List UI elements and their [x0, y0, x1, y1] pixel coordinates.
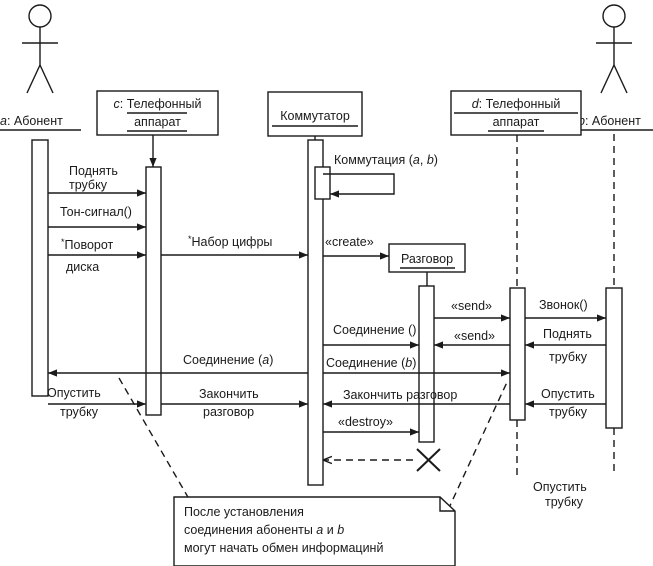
actor-b-figure	[596, 4, 632, 94]
activation-switch-nested	[314, 166, 331, 200]
note-text-1: После установления	[184, 505, 304, 519]
msg-pick-up-text-2: трубку	[69, 178, 108, 192]
destruction-marker	[416, 448, 441, 472]
note-fold	[439, 497, 455, 512]
msg-end-call-d-text: Закончить разговор	[343, 388, 457, 402]
activation-b	[605, 287, 623, 429]
activation-switch	[307, 139, 324, 486]
msg-end-call-text-1: Закончить	[199, 387, 259, 401]
msg-hang-up-b-text-2: трубку	[549, 405, 588, 419]
actor-a-figure	[22, 4, 58, 94]
activation-d	[509, 287, 526, 421]
msg-dial-text-1: *Поворот	[61, 237, 114, 252]
object-c-label: c: Телефонный	[114, 97, 202, 111]
object-c-box	[96, 90, 219, 136]
hang-up-d-text-1: Опустить	[533, 480, 587, 494]
msg-answer-text-2: трубку	[549, 350, 588, 364]
msg-switching-text: Коммутация (a, b)	[334, 153, 438, 167]
msg-switching-arrow	[323, 173, 395, 198]
msg-digits-text: *Набор цифры	[188, 234, 272, 249]
note-text-2: соединения абоненты a и b	[184, 523, 344, 537]
hang-up-d-text-2: трубку	[545, 495, 584, 509]
msg-dial-tone-text: Тон-сигнал()	[60, 205, 132, 219]
msg-connect-a-text: Соединение (a)	[183, 353, 273, 367]
note-connector-left	[118, 377, 197, 512]
msg-create-text: «create»	[325, 235, 374, 249]
msg-end-call-text-2: разговор	[203, 405, 254, 419]
msg-answer-text-1: Поднять	[543, 327, 592, 341]
msg-send-2-text: «send»	[454, 329, 495, 343]
object-c-label-line2: аппарат	[134, 115, 181, 129]
razgovor-label: Разговор	[401, 252, 453, 266]
msg-send-1-text: «send»	[451, 299, 492, 313]
msg-pick-up-text-1: Поднять	[69, 164, 118, 178]
note-text-3: могут начать обмен информацинй	[184, 541, 383, 555]
msg-ring-text: Звонок()	[539, 298, 588, 312]
switch-label: Коммутатор	[280, 109, 350, 123]
object-d-label-line2: аппарат	[493, 115, 540, 129]
msg-hang-up-a-text-1: Опустить	[47, 386, 101, 400]
msg-destroy-text: «destroy»	[338, 415, 393, 429]
actor-b-label: b: Абонент	[578, 114, 641, 128]
note-box	[173, 496, 456, 566]
actor-a-label: a: Абонент	[0, 114, 63, 128]
activation-a	[31, 139, 49, 397]
activation-c	[145, 166, 162, 416]
msg-connect-0-text: Соединение ()	[333, 323, 416, 337]
msg-hang-up-b-text-1: Опустить	[541, 387, 595, 401]
object-d-label: d: Телефонный	[472, 97, 561, 111]
activation-razgovor	[418, 285, 435, 443]
msg-dial-text-2: диска	[66, 260, 99, 274]
msg-hang-up-a-text-2: трубку	[60, 405, 99, 419]
msg-connect-b-text: Соединение (b)	[326, 356, 416, 370]
